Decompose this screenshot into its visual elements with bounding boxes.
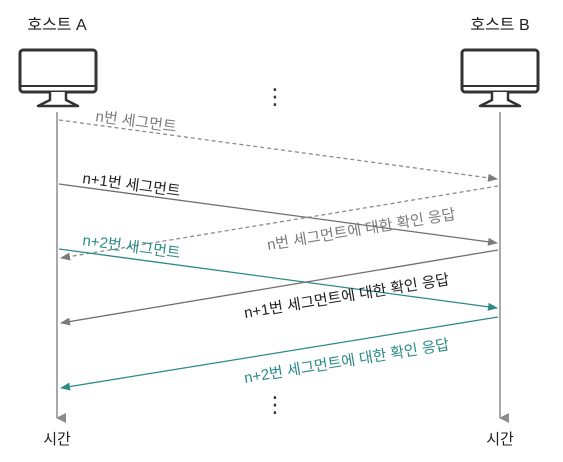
n2-ack-label: n+2번 세그먼트에 대한 확인 응답	[243, 336, 451, 387]
n1-ack-label: n+1번 세그먼트에 대한 확인 응답	[243, 271, 451, 322]
top-ellipsis: ⋮	[264, 84, 286, 109]
n-ack-arrow	[60, 185, 499, 261]
n2-segment-label: n+2번 세그먼트	[81, 232, 181, 262]
n1-ack-arrow	[60, 249, 499, 326]
n1-segment-label: n+1번 세그먼트	[81, 170, 181, 200]
host-b-label: 호스트 B	[470, 17, 529, 34]
host-a-time-label: 시간	[43, 431, 71, 448]
host-a-label: 호스트 A	[27, 17, 87, 34]
n-segment-label: n번 세그먼트	[94, 108, 177, 136]
host-b-monitor-icon	[460, 48, 540, 108]
host-b-time-label: 시간	[486, 431, 514, 448]
n2-ack-arrow	[60, 316, 499, 391]
host-a-monitor-icon	[18, 48, 98, 108]
n2-segment-arrow	[58, 248, 498, 311]
n1-segment-arrow	[58, 183, 498, 246]
bottom-ellipsis: ⋮	[264, 392, 286, 417]
n-segment-arrow	[58, 119, 498, 182]
n-ack-label: n번 세그먼트에 대한 확인 응답	[266, 206, 457, 254]
